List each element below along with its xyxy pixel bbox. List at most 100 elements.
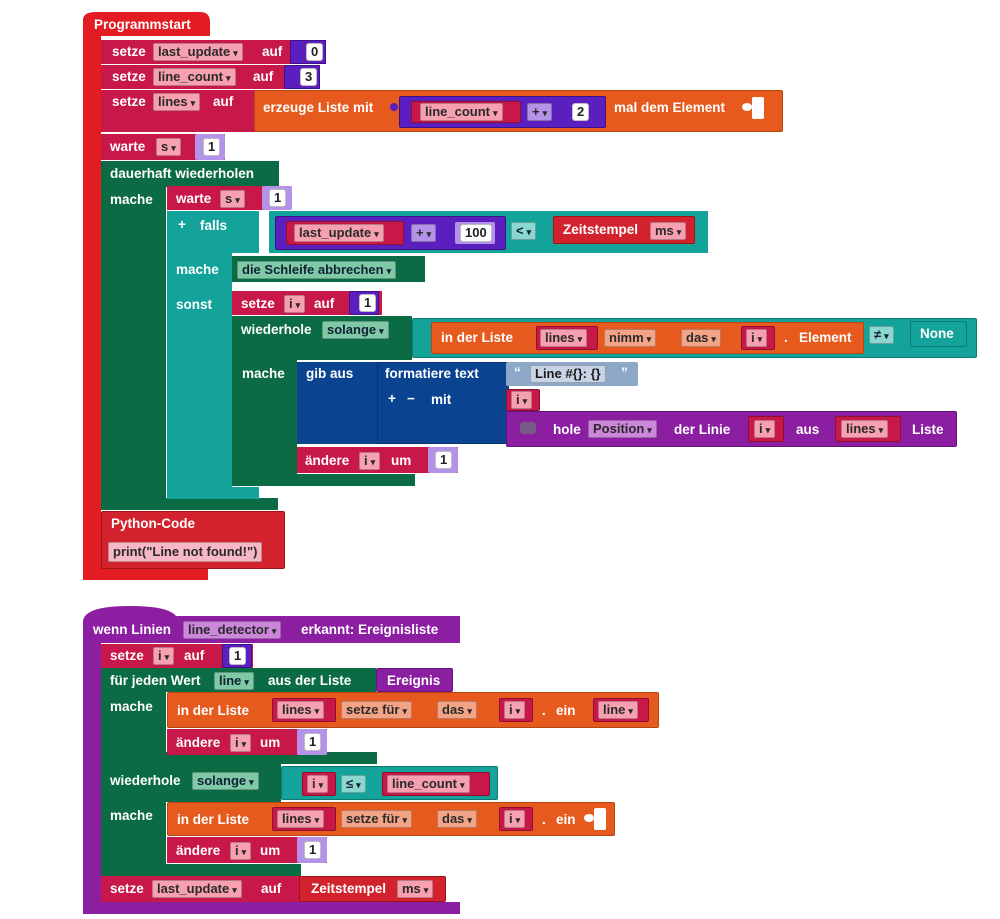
condition-slot-edge (259, 211, 269, 253)
to-label: auf (261, 881, 282, 896)
a-label: ein (556, 703, 576, 718)
while-mode-dropdown[interactable]: solange▾ (192, 772, 259, 790)
wait-label: warte (176, 191, 212, 206)
var-i-dropdown[interactable]: i▾ (230, 842, 252, 860)
list-mode-dropdown[interactable]: setze für▾ (341, 810, 412, 828)
var-lines-dropdown[interactable]: lines▾ (153, 93, 201, 111)
var-i-dropdown[interactable]: i▾ (754, 420, 776, 438)
do-label: mache (110, 192, 153, 207)
number-field[interactable]: 0 (306, 43, 324, 61)
empty-element-slot[interactable] (752, 97, 764, 119)
empty-input-connector (584, 814, 594, 822)
line-detector-dropdown[interactable]: line_detector▾ (183, 621, 282, 639)
number-field[interactable]: 1 (269, 189, 287, 207)
var-line-count-dropdown[interactable]: line_count▾ (387, 775, 470, 793)
mutator-plus-icon[interactable]: + (178, 217, 186, 232)
comparison-dropdown[interactable]: ≠▾ (869, 326, 894, 344)
when-lines-label: wenn Linien (93, 622, 172, 637)
event-list-getter[interactable] (376, 668, 453, 692)
python-code-field[interactable]: print("Line not found!") (108, 542, 263, 562)
var-i-dropdown[interactable]: i▾ (359, 452, 381, 470)
unit-ms-dropdown[interactable]: ms▾ (397, 880, 434, 898)
var-lines-dropdown[interactable]: lines▾ (841, 420, 889, 438)
while-loop-foot (101, 864, 301, 876)
in-list-label: in der Liste (177, 703, 250, 718)
var-line-dropdown[interactable]: line▾ (598, 701, 638, 719)
list-mode-dropdown[interactable]: nimm▾ (604, 329, 657, 347)
operator-dropdown[interactable]: +▾ (527, 103, 553, 121)
list-where-dropdown[interactable]: das▾ (437, 810, 477, 828)
var-i-dropdown[interactable]: i▾ (511, 391, 533, 409)
list-where-dropdown[interactable]: das▾ (437, 701, 477, 719)
list-mode-dropdown[interactable]: setze für▾ (341, 701, 412, 719)
number-field[interactable]: 3 (300, 68, 318, 86)
var-last-update-dropdown[interactable]: last_update▾ (153, 43, 243, 61)
by-label: um (260, 735, 281, 750)
format-text-label: formatiere text (385, 366, 479, 381)
do-label: mache (110, 699, 153, 714)
var-i-dropdown[interactable]: i▾ (230, 734, 252, 752)
number-field[interactable]: 2 (572, 103, 590, 121)
break-loop-dropdown[interactable]: die Schleife abbrechen▾ (237, 261, 397, 279)
var-lines-dropdown[interactable]: lines▾ (277, 810, 325, 828)
change-label: ändere (176, 735, 221, 750)
var-i-dropdown[interactable]: i▾ (504, 810, 526, 828)
var-line-count-dropdown[interactable]: line_count▾ (153, 68, 236, 86)
timestamp-label: Zeitstempel (311, 881, 387, 896)
number-field[interactable]: 1 (435, 451, 453, 469)
to-label: auf (314, 296, 335, 311)
print-block[interactable] (297, 362, 377, 444)
list-set-block[interactable] (167, 692, 659, 728)
list-where-dropdown[interactable]: das▾ (681, 329, 721, 347)
var-last-update-dropdown[interactable]: last_update▾ (294, 224, 384, 242)
comparison-dropdown[interactable]: <▾ (511, 222, 537, 240)
empty-value-slot[interactable] (594, 808, 606, 830)
change-label: ändere (305, 453, 350, 468)
change-label: ändere (176, 843, 221, 858)
operator-dropdown[interactable]: +▾ (411, 224, 437, 242)
of-line-label: der Linie (674, 422, 731, 437)
number-field[interactable]: 1 (203, 138, 221, 156)
number-field[interactable]: 1 (359, 294, 377, 312)
var-i-dropdown[interactable]: i▾ (153, 647, 175, 665)
mutator-minus-icon[interactable]: − (407, 391, 415, 406)
unit-s-dropdown[interactable]: s▾ (220, 190, 245, 208)
while-mode-dropdown[interactable]: solange▾ (322, 321, 389, 339)
in-list-label: in der Liste (177, 812, 250, 827)
none-block[interactable] (910, 321, 967, 347)
program-start-hat-label: Programmstart (94, 17, 191, 32)
to-label: auf (253, 69, 274, 84)
var-last-update-dropdown[interactable]: last_update▾ (152, 880, 242, 898)
to-label: auf (184, 648, 205, 663)
print-label: gib aus (306, 366, 354, 381)
var-line-dropdown[interactable]: line▾ (214, 672, 254, 690)
while-loop-arm (232, 358, 297, 486)
quote-close-icon: ” (621, 365, 628, 380)
number-field[interactable]: 1 (304, 841, 322, 859)
comparison-dropdown[interactable]: ≤▾ (341, 775, 366, 793)
var-i-dropdown[interactable]: i▾ (284, 295, 306, 313)
forever-label: dauerhaft wiederholen (110, 166, 255, 181)
number-field[interactable]: 100 (460, 224, 492, 242)
var-lines-dropdown[interactable]: lines▾ (540, 329, 588, 347)
unit-s-dropdown[interactable]: s▾ (156, 138, 181, 156)
for-each-foot (101, 752, 377, 764)
dot-label: . (542, 812, 546, 827)
forever-loop-block[interactable] (101, 161, 279, 187)
a-label: ein (556, 812, 576, 827)
var-i-dropdown[interactable]: i▾ (504, 701, 526, 719)
set-label: setze (112, 44, 146, 59)
var-line-count-dropdown[interactable]: line_count▾ (420, 103, 503, 121)
format-string-field[interactable]: Line #{}: {} (530, 365, 606, 383)
var-lines-dropdown[interactable]: lines▾ (277, 701, 325, 719)
var-i-dropdown[interactable]: i▾ (746, 329, 768, 347)
unit-ms-dropdown[interactable]: ms▾ (650, 222, 687, 240)
number-field[interactable]: 1 (229, 647, 247, 665)
forever-loop-foot (101, 498, 278, 510)
var-i-dropdown[interactable]: i▾ (307, 775, 329, 793)
set-label: setze (241, 296, 275, 311)
to-label: auf (262, 44, 283, 59)
number-field[interactable]: 1 (304, 733, 322, 751)
mutator-plus-icon[interactable]: + (388, 391, 396, 406)
line-property-dropdown[interactable]: Position▾ (588, 420, 657, 438)
